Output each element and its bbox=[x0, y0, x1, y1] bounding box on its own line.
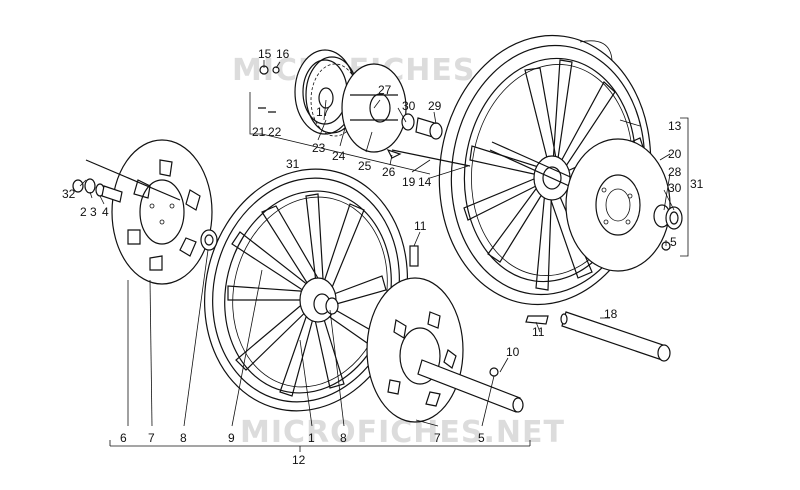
left-spacer bbox=[200, 229, 218, 251]
callout-14: 14 bbox=[418, 175, 432, 189]
callout-10: 10 bbox=[506, 345, 520, 359]
leader-lines bbox=[79, 60, 675, 427]
callout-21: 21 bbox=[252, 125, 266, 139]
callout-28: 28 bbox=[668, 165, 682, 179]
callout-22: 22 bbox=[268, 125, 282, 139]
callout-31-right: 31 bbox=[690, 177, 704, 191]
callout-24: 24 bbox=[332, 149, 346, 163]
valve-clip-upper bbox=[409, 245, 419, 267]
front-axle bbox=[417, 359, 524, 413]
callout-12: 12 bbox=[292, 453, 306, 467]
callout-17: 17 bbox=[316, 105, 330, 119]
callout-20: 20 bbox=[668, 147, 682, 161]
callout-30-top: 30 bbox=[402, 99, 416, 113]
callout-16: 16 bbox=[276, 47, 290, 61]
callout-9: 9 bbox=[228, 431, 235, 445]
callout-19: 19 bbox=[402, 175, 416, 189]
bracket-31-top bbox=[249, 92, 431, 175]
callout-8-left: 8 bbox=[180, 431, 187, 445]
brake-drum bbox=[294, 49, 360, 137]
callout-2: 2 bbox=[80, 205, 87, 219]
callout-27: 27 bbox=[378, 83, 392, 97]
rear-brake-disc bbox=[565, 138, 671, 272]
callout-7-left: 7 bbox=[148, 431, 155, 445]
callout-15: 15 bbox=[258, 47, 272, 61]
bolts-21-22 bbox=[258, 107, 276, 113]
callout-32: 32 bbox=[62, 187, 76, 201]
bolt-assembly-left bbox=[72, 159, 181, 203]
watermark-bottom: MICROFICHES.NET bbox=[240, 415, 565, 450]
left-brake-disc bbox=[111, 139, 213, 285]
callout-11-upper: 11 bbox=[414, 219, 427, 233]
rear-spacers bbox=[653, 204, 683, 251]
rear-axle-parts bbox=[386, 113, 471, 167]
valve-clip-lower bbox=[525, 315, 549, 325]
callout-4: 4 bbox=[102, 205, 109, 219]
callout-1: 1 bbox=[308, 431, 315, 445]
callouts: 15 16 17 21 22 23 24 25 26 27 30 29 19 1… bbox=[62, 47, 704, 467]
right-brake-disc bbox=[366, 277, 464, 423]
front-wheel bbox=[203, 168, 409, 412]
callout-13: 13 bbox=[668, 119, 682, 133]
callout-5-bottom: 5 bbox=[478, 431, 485, 445]
bracket-31-right bbox=[680, 117, 689, 257]
callout-25: 25 bbox=[358, 159, 372, 173]
callout-5-right: 5 bbox=[670, 235, 677, 249]
callout-8-right: 8 bbox=[340, 431, 347, 445]
callout-30-right: 30 bbox=[668, 181, 682, 195]
callout-18: 18 bbox=[604, 307, 618, 321]
callout-6: 6 bbox=[120, 431, 127, 445]
washer-16 bbox=[272, 66, 280, 74]
callout-26: 26 bbox=[382, 165, 396, 179]
callout-3: 3 bbox=[90, 205, 97, 219]
callout-11-lower: 11 bbox=[532, 325, 545, 339]
bracket-12 bbox=[109, 440, 531, 452]
callout-23: 23 bbox=[312, 141, 326, 155]
callout-31-top: 31 bbox=[286, 157, 300, 171]
rear-axle bbox=[560, 311, 671, 362]
callout-29: 29 bbox=[428, 99, 442, 113]
callout-7-right: 7 bbox=[434, 431, 441, 445]
